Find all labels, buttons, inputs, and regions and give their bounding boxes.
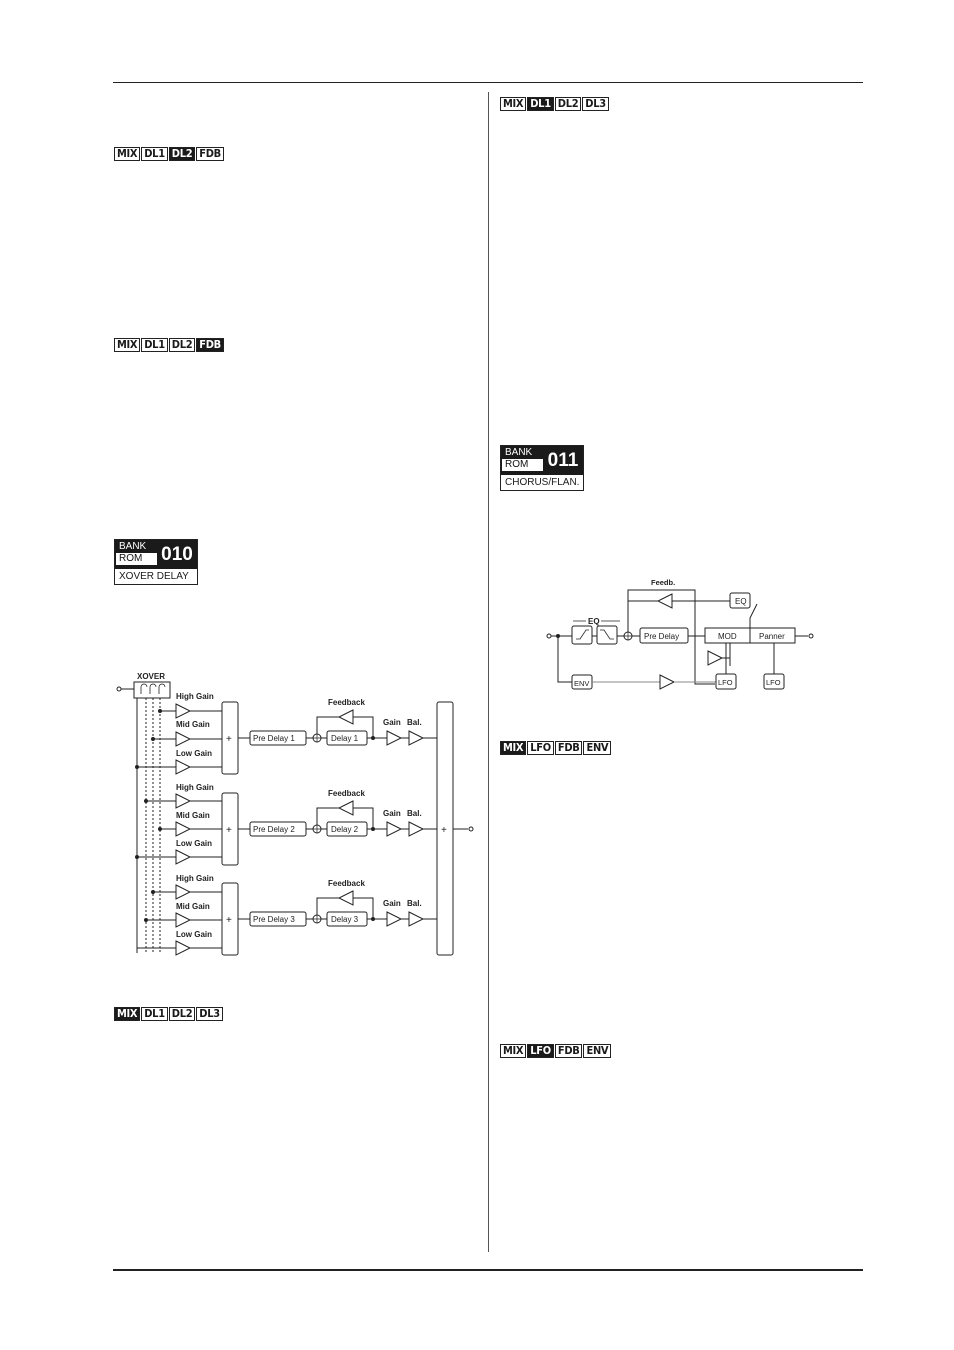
delay-label-3: Delay 3: [331, 915, 359, 924]
tab-dl1: DL1: [141, 147, 168, 161]
feedback-label-2: Feedback: [328, 789, 365, 798]
gain-label-1: Gain: [383, 718, 401, 727]
bottom-rule: [113, 1269, 863, 1271]
tab-fdb: FDB: [554, 741, 583, 755]
tab-dl3: DL3: [582, 97, 609, 111]
eq-top-label: EQ: [588, 617, 600, 626]
band-row-3: High Gain Mid Gain Low Gain + Pre Delay …: [137, 874, 437, 956]
tab-mix: MIX: [114, 338, 141, 352]
band-row-2: High Gain Mid Gain Low Gain + Pre Delay …: [135, 783, 437, 866]
tabs-mix-right: MIX LFO FDB ENV: [500, 741, 612, 755]
tab-dl2: DL2: [554, 97, 582, 111]
tab-mix: MIX: [500, 97, 527, 111]
bal-label-3: Bal.: [407, 899, 422, 908]
gain-label-2: Gain: [383, 809, 401, 818]
mod-label: MOD: [718, 632, 737, 641]
feedback-label-3: Feedback: [328, 879, 365, 888]
tab-mix: MIX: [500, 741, 527, 755]
bank-number: 011: [543, 446, 583, 475]
tab-dl1: DL1: [141, 1007, 168, 1021]
output-mixer-plus: +: [441, 825, 447, 836]
pre-delay-label: Pre Delay: [644, 632, 679, 641]
bank-011-badge: BANK ROM 011 CHORUS/FLAN.: [500, 445, 584, 491]
low-gain-label: Low Gain: [176, 839, 212, 848]
bank-010-badge: BANK ROM 010 XOVER DELAY: [114, 539, 198, 585]
xover-title: XOVER: [137, 672, 165, 681]
delay-label-1: Delay 1: [331, 734, 359, 743]
lfo-label-1: LFO: [718, 678, 733, 687]
bank-name: CHORUS/FLAN.: [505, 477, 580, 488]
tab-dl2: DL2: [168, 147, 196, 161]
tab-mix: MIX: [500, 1044, 527, 1058]
bank-label-block: BANK ROM: [501, 446, 543, 475]
tabs-fdb: MIX DL1 DL2 FDB: [114, 338, 225, 352]
bal-label-2: Bal.: [407, 809, 422, 818]
mixer-plus-1: +: [226, 734, 232, 745]
eq-lowshelf-box: [571, 625, 593, 645]
bank-name: XOVER DELAY: [119, 571, 189, 582]
tab-dl3: DL3: [196, 1007, 223, 1021]
feedb-label: Feedb.: [651, 578, 675, 587]
tab-lfo: LFO: [527, 1044, 554, 1058]
gain-label-3: Gain: [383, 899, 401, 908]
tab-dl2: DL2: [168, 338, 196, 352]
pre-delay-label-2: Pre Delay 2: [253, 825, 295, 834]
tabs-mix-left: MIX DL1 DL2 DL3: [114, 1007, 224, 1021]
env-label: ENV: [574, 679, 589, 688]
mixer-plus-2: +: [226, 825, 232, 836]
tab-env: ENV: [583, 1044, 612, 1058]
tabs-dl1-right: MIX DL1 DL2 DL3: [500, 97, 610, 111]
pre-delay-label-1: Pre Delay 1: [253, 734, 295, 743]
bank-label: BANK: [119, 541, 147, 552]
xover-delay-diagram: XOVER High Gain Mid Gain Low Gain + Pre …: [116, 672, 474, 956]
bal-label-1: Bal.: [407, 718, 422, 727]
top-rule: [113, 82, 863, 83]
mid-gain-label: Mid Gain: [176, 902, 210, 911]
low-gain-label: Low Gain: [176, 930, 212, 939]
tab-mix: MIX: [114, 1007, 141, 1021]
delay-label-2: Delay 2: [331, 825, 359, 834]
high-gain-label: High Gain: [176, 783, 214, 792]
bank-label-block: BANK ROM: [115, 540, 157, 569]
rom-label: ROM: [502, 459, 543, 471]
bank-number: 010: [157, 540, 197, 569]
bank-label: BANK: [505, 447, 533, 458]
panner-label: Panner: [759, 632, 785, 641]
mixer-plus-3: +: [226, 915, 232, 926]
tab-lfo: LFO: [527, 741, 554, 755]
tabs-dl2: MIX DL1 DL2 FDB: [114, 147, 225, 161]
tab-dl1: DL1: [141, 338, 168, 352]
rom-label: ROM: [116, 553, 157, 565]
eq-box-label: EQ: [735, 597, 747, 606]
pre-delay-label-3: Pre Delay 3: [253, 915, 295, 924]
band-row-1: High Gain Mid Gain Low Gain + Pre Delay …: [135, 692, 437, 775]
feedback-label-1: Feedback: [328, 698, 365, 707]
tab-fdb: FDB: [196, 147, 224, 161]
tab-env: ENV: [583, 741, 612, 755]
tab-dl1: DL1: [527, 97, 554, 111]
tab-mix: MIX: [114, 147, 141, 161]
mid-gain-label: Mid Gain: [176, 811, 210, 820]
mid-gain-label: Mid Gain: [176, 720, 210, 729]
chorus-flanger-diagram: EQ Pre Delay MOD Panner EQ Feedb. ENV LF…: [546, 578, 814, 690]
tab-fdb: FDB: [196, 338, 224, 352]
tab-dl2: DL2: [168, 1007, 196, 1021]
high-gain-label: High Gain: [176, 874, 214, 883]
lfo-label-2: LFO: [766, 678, 781, 687]
column-divider: [488, 92, 489, 1252]
low-gain-label: Low Gain: [176, 749, 212, 758]
high-gain-label: High Gain: [176, 692, 214, 701]
xover-box: [133, 681, 171, 699]
tab-fdb: FDB: [554, 1044, 583, 1058]
tabs-lfo-right: MIX LFO FDB ENV: [500, 1044, 612, 1058]
